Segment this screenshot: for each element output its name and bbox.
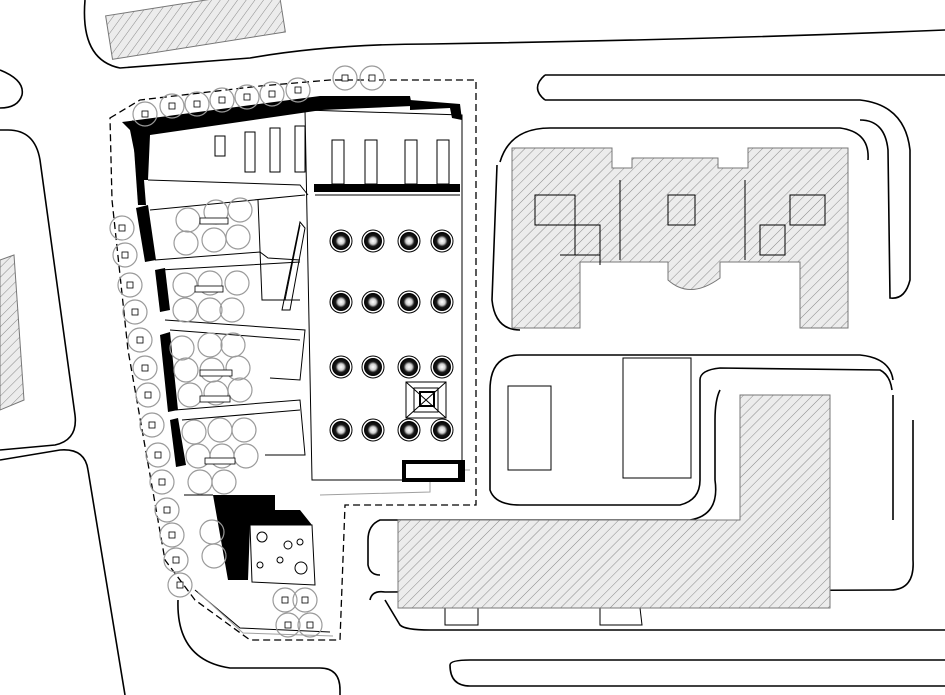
tree-icon — [227, 197, 253, 223]
tree-icon — [259, 81, 285, 107]
planter-icon — [397, 418, 421, 442]
bench-icon — [204, 457, 236, 465]
planter-icon — [361, 355, 385, 379]
planter-icon — [430, 229, 454, 253]
tree-icon — [197, 270, 223, 296]
bench-icon — [194, 285, 224, 293]
planter-icon — [430, 418, 454, 442]
tree-icon — [225, 355, 251, 381]
tree-icon — [132, 355, 158, 381]
tree-icon — [139, 412, 165, 438]
hatched-block-left — [0, 254, 25, 411]
tree-icon — [172, 272, 198, 298]
planter-icon — [397, 355, 421, 379]
tree-icon — [154, 497, 180, 523]
tree-icon — [122, 299, 148, 325]
planter-icon — [361, 229, 385, 253]
tree-icon — [201, 543, 227, 569]
bench-icon — [199, 369, 233, 377]
planter-icon — [430, 355, 454, 379]
tree-icon — [135, 382, 161, 408]
tree-icon — [233, 443, 259, 469]
small-block-b — [622, 357, 692, 479]
tree-icon — [225, 224, 251, 250]
planter-icon — [430, 290, 454, 314]
tree-icon — [117, 272, 143, 298]
tree-icon — [181, 419, 207, 445]
tree-icon — [231, 417, 257, 443]
tree-icon — [272, 587, 298, 613]
hatched-building-north — [511, 147, 849, 329]
tree-icon — [172, 297, 198, 323]
tree-icon — [285, 77, 311, 103]
tree-icon — [359, 65, 385, 91]
site-boundary — [109, 79, 477, 641]
planter-icon — [397, 229, 421, 253]
tree-icon — [112, 242, 138, 268]
planter-icon — [397, 290, 421, 314]
planter-icon — [361, 290, 385, 314]
planter-icon — [329, 355, 353, 379]
tree-icon — [197, 297, 223, 323]
planter-icon — [329, 418, 353, 442]
tree-icon — [184, 91, 210, 117]
tree-icon — [175, 207, 201, 233]
perimeter-trees — [109, 65, 385, 638]
tree-icon — [187, 469, 213, 495]
planter-icon — [361, 418, 385, 442]
tree-icon — [169, 335, 195, 361]
neighbour-buildings — [0, 0, 849, 609]
tree-icon — [197, 332, 223, 358]
tree-icon — [234, 84, 260, 110]
tree-icon — [149, 469, 175, 495]
bench-icon — [199, 217, 229, 225]
courtyard-planters — [329, 229, 454, 442]
tree-icon — [159, 522, 185, 548]
main-building — [122, 96, 470, 637]
tree-icon — [163, 547, 189, 573]
tree-icon — [292, 587, 318, 613]
planter-icon — [329, 229, 353, 253]
tree-icon — [159, 93, 185, 119]
small-block-a — [507, 385, 552, 471]
tree-icon — [224, 270, 250, 296]
south-courtyard-circles — [256, 531, 308, 575]
tree-icon — [173, 230, 199, 256]
bench-icon — [199, 395, 231, 403]
tree-icon — [227, 377, 253, 403]
tree-icon — [209, 87, 235, 113]
tree-icon — [127, 327, 153, 353]
tree-icon — [167, 572, 193, 598]
tree-icon — [211, 469, 237, 495]
tree-icon — [201, 227, 227, 253]
tree-icon — [220, 332, 246, 358]
hatched-building-south — [397, 394, 831, 609]
tree-icon — [275, 612, 301, 638]
tree-icon — [173, 357, 199, 383]
tree-icon — [109, 215, 135, 241]
tree-icon — [132, 101, 158, 127]
columns — [214, 125, 450, 185]
tree-icon — [207, 417, 233, 443]
tree-icon — [332, 65, 358, 91]
tree-icon — [297, 612, 323, 638]
tree-icon — [177, 382, 203, 408]
hatched-block-top — [105, 0, 286, 60]
tree-icon — [145, 442, 171, 468]
tree-icon — [219, 297, 245, 323]
terrace-garden-trees — [169, 197, 259, 569]
planter-icon — [329, 290, 353, 314]
